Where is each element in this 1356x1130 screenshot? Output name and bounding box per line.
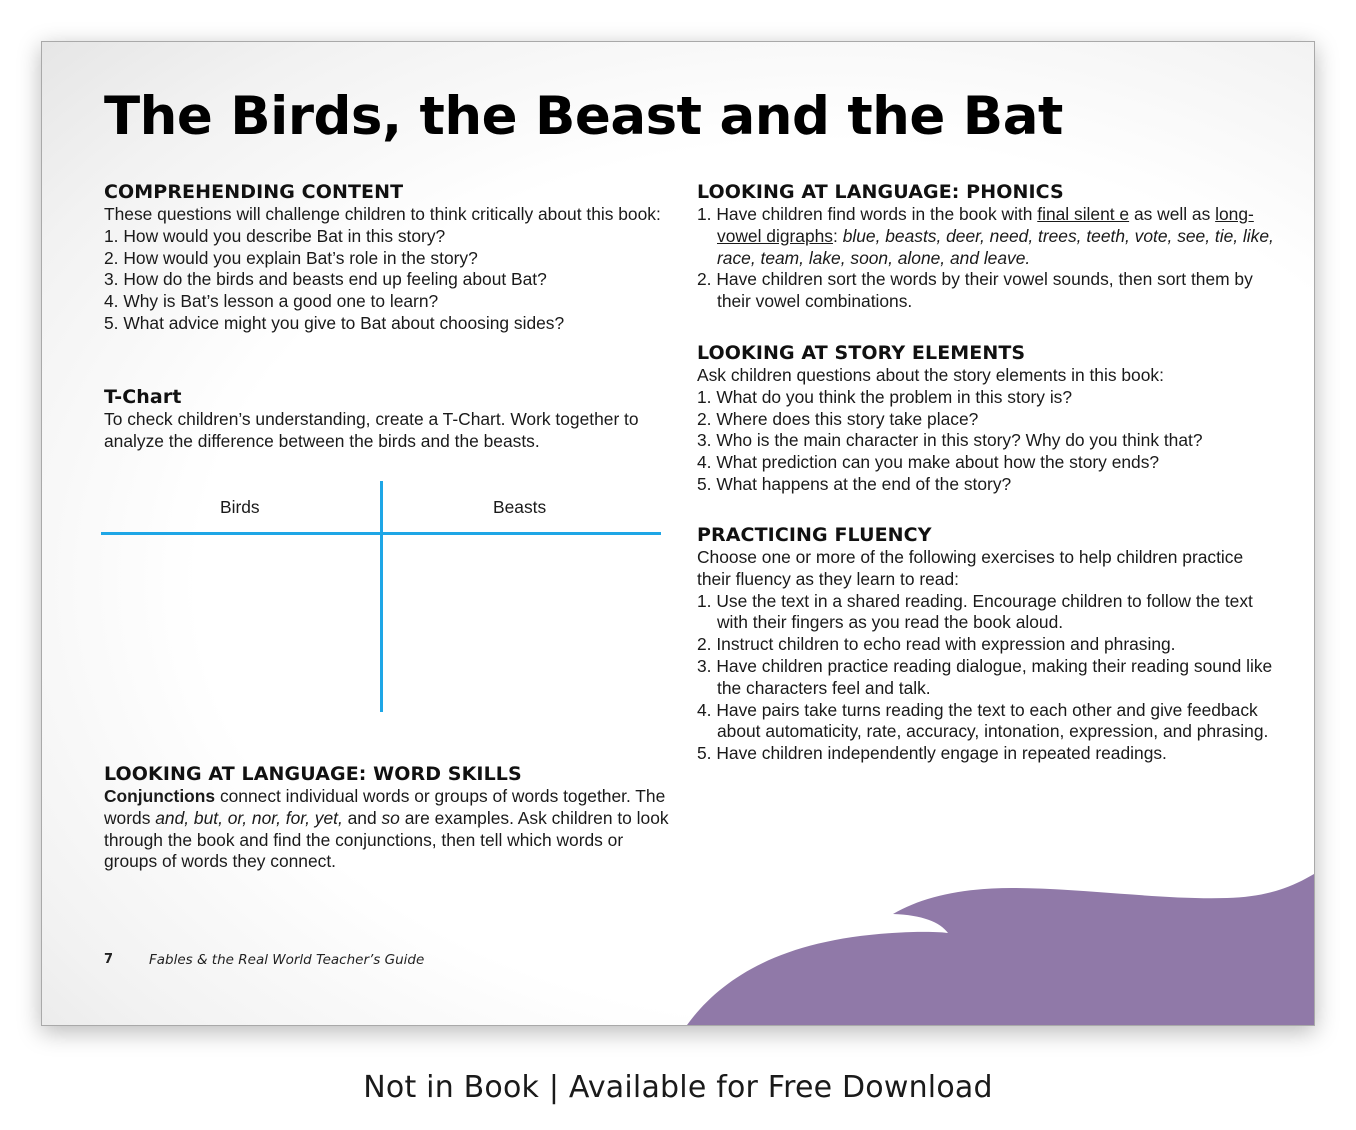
section-intro: These questions will challenge children …: [104, 204, 661, 224]
list-item: 2. How would you explain Bat’s role in t…: [104, 247, 478, 268]
list-item: 2. Where does this story take place?: [697, 408, 979, 429]
purple-wave-decoration: [687, 874, 1314, 1025]
section-word-skills: LOOKING AT LANGUAGE: WORD SKILLS Conjunc…: [104, 762, 674, 873]
document-page: The Birds, the Beast and the Bat COMPREH…: [41, 41, 1315, 1026]
list-item: 3. How do the birds and beasts end up fe…: [104, 269, 547, 290]
question-list: 1. How would you describe Bat in this st…: [104, 226, 674, 335]
list-item: 5. What advice might you give to Bat abo…: [104, 312, 565, 333]
term-conjunctions: Conjunctions: [104, 786, 216, 806]
t-chart-label-birds: Birds: [220, 497, 260, 517]
section-t-chart: T-Chart To check children’s understandin…: [104, 385, 674, 453]
t-chart-label-beasts: Beasts: [493, 497, 547, 517]
section-comprehending-content: COMPREHENDING CONTENT These questions wi…: [104, 180, 674, 335]
list-item: 3. Who is the main character in this sto…: [697, 430, 1203, 451]
list-item: 2. Instruct children to echo read with e…: [697, 634, 1176, 655]
t-chart-vertical-line: [380, 481, 383, 712]
section-practicing-fluency: PRACTICING FLUENCY Choose one or more of…: [697, 523, 1277, 765]
list-item: 4. Have pairs take turns reading the tex…: [697, 699, 1269, 742]
list-item: 4. What prediction can you make about ho…: [697, 452, 1160, 473]
list-item: 1. Have children find words in the book …: [697, 204, 1274, 268]
list-item: 4. Why is Bat’s lesson a good one to lea…: [104, 291, 439, 312]
section-intro: To check children’s understanding, creat…: [104, 409, 639, 451]
list-item: 5. What happens at the end of the story?: [697, 473, 1012, 494]
section-body: Conjunctions connect individual words or…: [104, 786, 669, 872]
section-heading: LOOKING AT STORY ELEMENTS: [697, 342, 1026, 364]
list-item: 1. What do you think the problem in this…: [697, 386, 1073, 407]
example-word-so: so: [381, 807, 400, 828]
term-long-vowel-digraphs: long-vowel digraphs: [717, 204, 1254, 246]
list-item: 2. Have children sort the words by their…: [697, 269, 1253, 312]
list-item: 5. Have children independently engage in…: [697, 743, 1167, 764]
example-words: blue, beasts, deer, need, trees, teeth, …: [717, 225, 1274, 268]
section-heading: LOOKING AT LANGUAGE: PHONICS: [697, 181, 1064, 203]
page-number: 7: [104, 952, 114, 967]
list-item: 1. How would you describe Bat in this st…: [104, 225, 446, 246]
exercise-list: 1. Use the text in a shared reading. Enc…: [697, 591, 1277, 765]
footer-title: Fables & the Real World Teacher’s Guide: [149, 952, 425, 968]
t-chart: Birds Beasts: [101, 481, 661, 712]
question-list: 1. What do you think the problem in this…: [697, 387, 1277, 496]
section-heading: T-Chart: [104, 386, 182, 408]
section-heading: PRACTICING FLUENCY: [697, 524, 932, 546]
section-intro: Ask children questions about the story e…: [697, 365, 1164, 385]
phonics-list: 1. Have children find words in the book …: [697, 204, 1277, 313]
section-heading: COMPREHENDING CONTENT: [104, 181, 404, 203]
list-item: 3. Have children practice reading dialog…: [697, 655, 1273, 698]
list-item: 1. Use the text in a shared reading. Enc…: [697, 590, 1253, 633]
section-intro: Choose one or more of the following exer…: [697, 547, 1244, 589]
section-heading: LOOKING AT LANGUAGE: WORD SKILLS: [104, 763, 522, 785]
download-caption: Not in Book | Available for Free Downloa…: [363, 1070, 993, 1105]
term-final-silent-e: final silent e: [1037, 204, 1130, 224]
section-phonics: LOOKING AT LANGUAGE: PHONICS 1. Have chi…: [697, 180, 1277, 313]
section-story-elements: LOOKING AT STORY ELEMENTS Ask children q…: [697, 341, 1277, 496]
page-title: The Birds, the Beast and the Bat: [104, 86, 1063, 147]
example-words: and, but, or, nor, for, yet,: [155, 807, 343, 828]
